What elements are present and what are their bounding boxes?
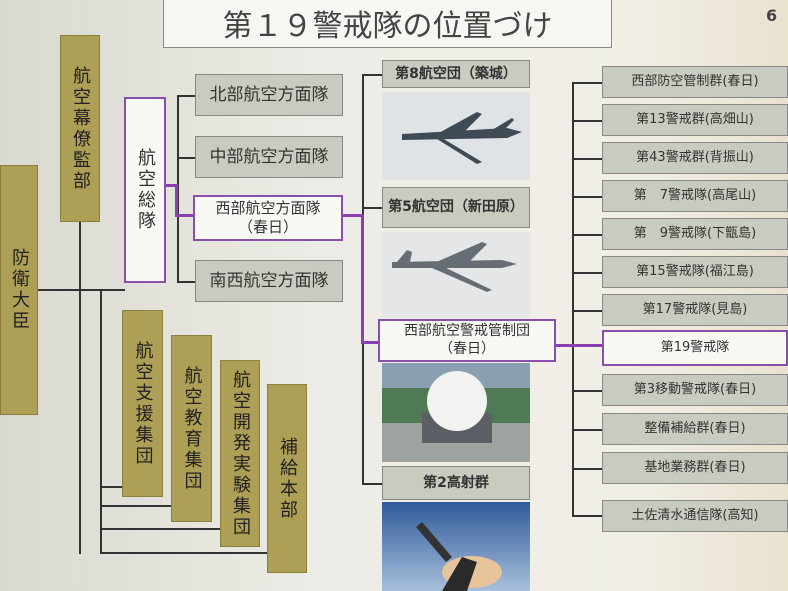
connector — [38, 289, 80, 291]
slide-title: 第１９警戒隊の位置づけ — [163, 0, 612, 48]
connector — [79, 222, 81, 554]
western-air-force-box[interactable]: 西部航空方面隊 （春日） — [193, 195, 343, 241]
page-number: 6 — [766, 6, 778, 25]
highlight-path — [556, 344, 602, 347]
f2-fighter-photo — [382, 92, 530, 180]
connector — [572, 468, 602, 470]
highlight-path — [361, 214, 364, 344]
right-unit-box[interactable]: 第 9警戒隊(下甑島) — [602, 218, 788, 250]
wing5-box[interactable]: 第5航空団（新田原） — [382, 187, 530, 228]
connector — [572, 310, 602, 312]
connector — [572, 158, 602, 160]
connector — [572, 234, 602, 236]
aws19-box[interactable]: 第19警戒隊 — [602, 330, 788, 366]
patriot-launcher-photo — [382, 502, 530, 591]
connector — [362, 483, 382, 485]
f15-fighter-photo — [382, 232, 530, 318]
right-unit-box[interactable]: 第13警戒群(高畑山) — [602, 104, 788, 136]
highlight-path — [175, 214, 193, 217]
southwestern-air-force-box[interactable]: 南西航空方面隊 — [195, 260, 343, 302]
highlight-path — [361, 341, 378, 344]
connector — [572, 390, 602, 392]
right-unit-box[interactable]: 土佐清水通信隊(高知) — [602, 500, 788, 532]
connector — [100, 505, 171, 507]
connector — [572, 429, 602, 431]
air-staff-office-box[interactable]: 航空幕僚監部 — [60, 35, 100, 222]
materiel-command-box[interactable]: 補給本部 — [267, 384, 307, 573]
connector — [100, 486, 122, 488]
connector — [572, 515, 602, 517]
radar-dome-photo — [382, 363, 530, 462]
connector — [100, 528, 220, 530]
connector — [572, 82, 602, 84]
right-unit-box[interactable]: 第43警戒群(背振山) — [602, 142, 788, 174]
western-acw-name: 西部航空警戒管制団 — [404, 323, 530, 339]
western-acw-location: （春日） — [439, 340, 495, 357]
highlight-path — [165, 184, 177, 187]
central-air-force-box[interactable]: 中部航空方面隊 — [195, 136, 343, 178]
connector — [80, 289, 125, 291]
right-unit-box[interactable]: 基地業務群(春日) — [602, 452, 788, 484]
connector — [100, 289, 102, 554]
connector — [177, 95, 179, 282]
connector — [100, 552, 267, 554]
connector — [177, 95, 195, 97]
western-air-force-name: 西部航空方面隊 — [215, 199, 321, 218]
air-defense-command-box[interactable]: 航空総隊 — [124, 97, 166, 283]
air-training-command-box[interactable]: 航空教育集団 — [171, 335, 212, 522]
right-unit-box[interactable]: 整備補給群(春日) — [602, 413, 788, 445]
connector — [177, 157, 195, 159]
right-unit-box[interactable]: 西部防空管制群(春日) — [602, 66, 788, 98]
sam-group2-box[interactable]: 第2高射群 — [382, 466, 530, 500]
highlight-path — [343, 214, 363, 217]
connector — [362, 207, 382, 209]
right-unit-box[interactable]: 第15警戒隊(福江島) — [602, 256, 788, 288]
right-unit-box[interactable]: 第17警戒隊(見島) — [602, 294, 788, 326]
connector — [572, 196, 602, 198]
right-unit-box[interactable]: 第3移動警戒隊(春日) — [602, 374, 788, 406]
connector — [362, 74, 382, 76]
air-support-command-box[interactable]: 航空支援集団 — [122, 310, 163, 497]
western-air-force-location: （春日） — [237, 218, 298, 236]
highlight-path — [175, 184, 178, 217]
western-acw-box[interactable]: 西部航空警戒管制団 （春日） — [378, 319, 556, 362]
wing8-box[interactable]: 第8航空団（築城） — [382, 60, 530, 88]
right-unit-box[interactable]: 第 7警戒隊(高尾山) — [602, 180, 788, 212]
connector — [177, 281, 195, 283]
northern-air-force-box[interactable]: 北部航空方面隊 — [195, 74, 343, 116]
connector — [572, 120, 602, 122]
connector — [572, 272, 602, 274]
connector — [572, 82, 574, 516]
air-development-command-box[interactable]: 航空開発実験集団 — [220, 360, 260, 547]
minister-box[interactable]: 防衛大臣 — [0, 165, 38, 415]
